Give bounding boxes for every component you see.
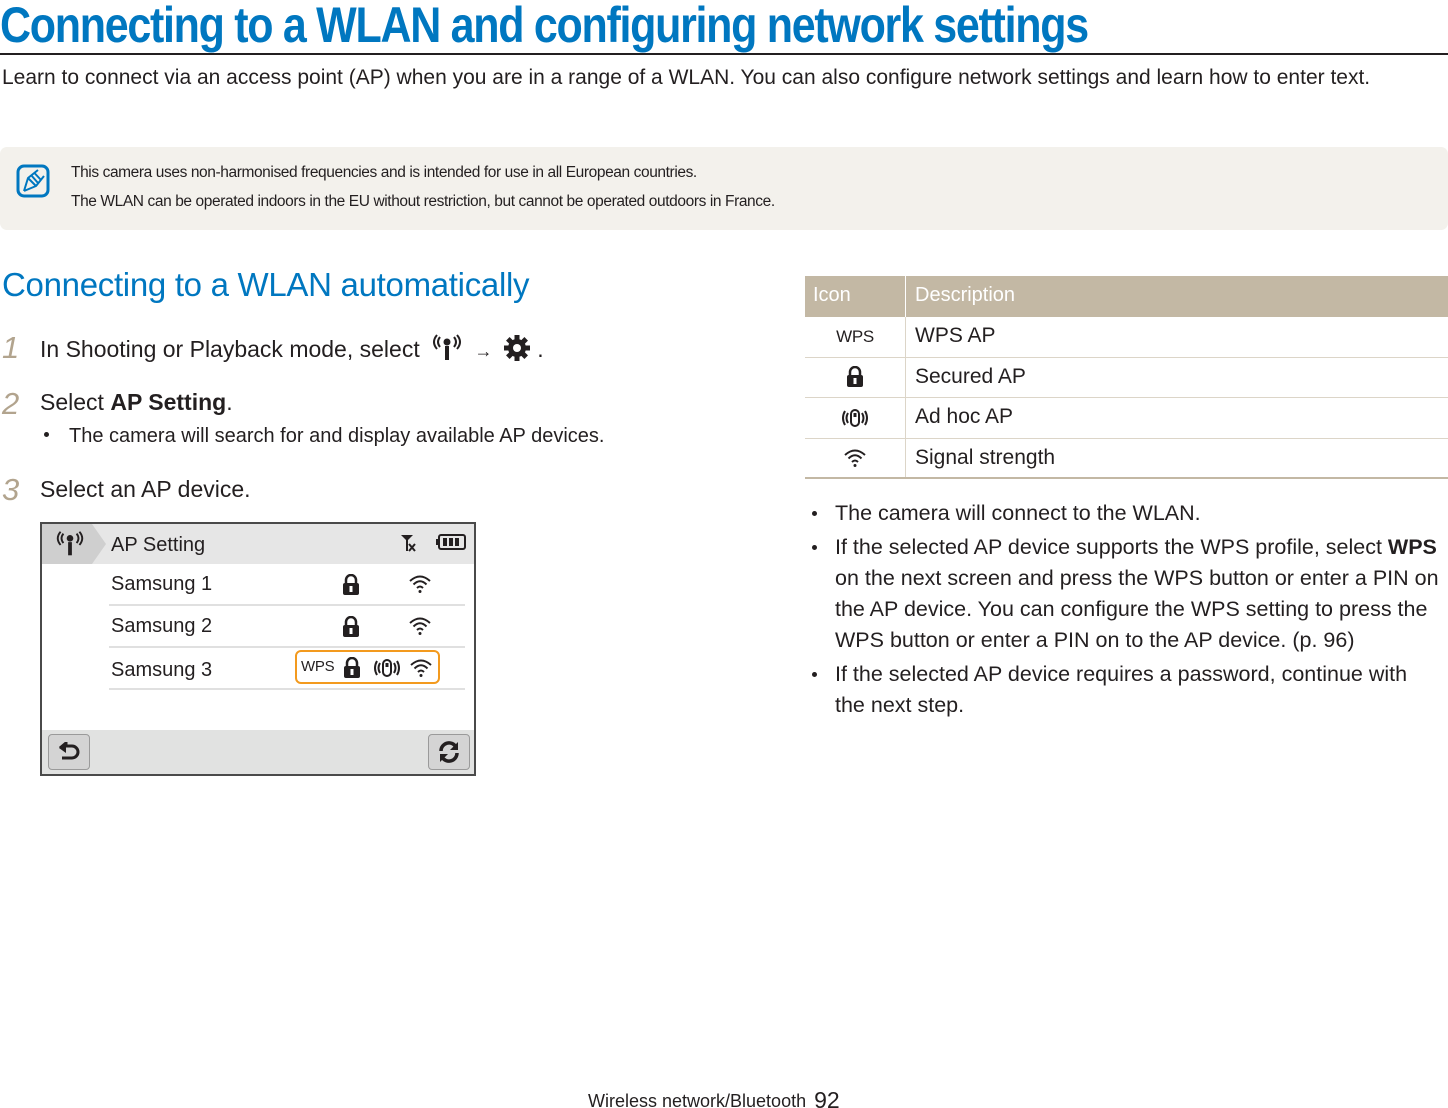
ap-name: Samsung 2 (111, 615, 213, 637)
gear-icon (503, 334, 531, 368)
wireless-icon (430, 334, 464, 368)
camera-header (42, 524, 474, 564)
camera-footer (42, 730, 474, 774)
refresh-button[interactable] (428, 734, 470, 770)
step-text: Select (40, 389, 111, 415)
wps-icon: WPS (805, 317, 906, 357)
signal-strength-icon (410, 658, 432, 683)
lock-icon (342, 615, 360, 643)
page-title: Connecting to a WLAN and configuring net… (0, 0, 1089, 53)
step-2-text: Select AP Setting. (40, 389, 233, 416)
note-box (0, 147, 1448, 230)
signal-strength-icon (805, 438, 906, 477)
step-text: . (537, 336, 544, 363)
step-1-text: In Shooting or Playback mode, select → (40, 334, 544, 368)
camera-screen: AP Setting Samsung 1 Samsung 2 (40, 522, 476, 776)
bullet-item: If the selected AP device requires a pas… (812, 659, 1442, 721)
footer-section: Wireless network/Bluetooth (588, 1091, 807, 1108)
ap-list-item[interactable]: Samsung 2 (109, 606, 465, 648)
ap-name: Samsung 1 (111, 573, 213, 595)
step-3-text: Select an AP device. (40, 476, 251, 502)
bullet-dot (44, 432, 49, 438)
bullet-item: If the selected AP device supports the W… (812, 532, 1442, 656)
description: Ad hoc AP (915, 405, 1014, 428)
page-footer: Wireless network/Bluetooth 92 (588, 1086, 840, 1108)
signal-strength-icon (409, 616, 431, 641)
ap-setting-label: AP Setting (110, 389, 227, 415)
bullet-text: on the next screen and press the WPS but… (835, 566, 1439, 652)
wps-bold-label: WPS (1387, 535, 1437, 559)
header-icon: Icon (805, 276, 906, 317)
ap-name: Samsung 3 (111, 659, 213, 681)
intro-text: Learn to connect via an access point (AP… (2, 66, 1371, 89)
signal-strength-icon (409, 574, 431, 599)
bullet-text: If the selected AP device supports the W… (835, 535, 1388, 559)
adhoc-icon (805, 398, 906, 438)
description: WPS AP (915, 324, 996, 347)
note-line: The WLAN can be operated indoors in the … (71, 193, 775, 210)
battery-icon (436, 534, 466, 555)
wireless-tab[interactable] (42, 524, 106, 564)
no-signal-icon (400, 534, 418, 557)
camera-title: AP Setting (111, 534, 206, 556)
table-row: Signal strength (805, 438, 1448, 479)
section-title: Connecting to a WLAN automatically (2, 266, 530, 303)
step-number: 1 (2, 330, 20, 365)
lock-icon (805, 357, 906, 397)
table-row: Ad hoc AP (805, 398, 1448, 439)
arrow: → (474, 341, 493, 362)
wireless-icon (54, 530, 86, 563)
icon-table: Icon Description WPS WPS AP Secured AP A… (805, 276, 1448, 479)
table-header: Icon Description (805, 276, 1448, 317)
step-text: In Shooting or Playback mode, select (40, 336, 420, 363)
back-button[interactable] (48, 734, 90, 770)
page-number: 92 (814, 1087, 840, 1108)
lock-icon (342, 573, 360, 601)
note-text: This camera uses non-harmonised frequenc… (71, 158, 775, 216)
back-icon (59, 742, 80, 760)
wps-icon-text: WPS (836, 326, 874, 346)
table-row: WPS WPS AP (805, 317, 1448, 358)
ap-list-item[interactable]: Samsung 1 (109, 564, 465, 606)
header-description: Description (915, 284, 1016, 306)
table-row: Secured AP (805, 357, 1448, 398)
bullet-item: The camera will connect to the WLAN. (812, 498, 1442, 529)
wps-highlight-box (295, 650, 440, 684)
connection-notes: The camera will connect to the WLAN. If … (812, 498, 1442, 724)
bullet-text: The camera will search for and display a… (69, 425, 605, 447)
refresh-icon (439, 741, 459, 763)
note-line: This camera uses non-harmonised frequenc… (71, 164, 697, 181)
ap-list-item[interactable]: Samsung 3 (109, 648, 465, 690)
title-divider (0, 53, 1448, 55)
description: Secured AP (915, 364, 1026, 388)
step-text: . (226, 389, 233, 415)
wps-icon: WPS (301, 658, 335, 675)
note-pencil-icon (16, 164, 50, 198)
adhoc-icon (372, 658, 402, 683)
description: Signal strength (915, 445, 1056, 469)
step-number: 2 (2, 386, 20, 421)
step-number: 3 (2, 472, 20, 507)
step-2-bullet: The camera will search for and display a… (44, 425, 604, 448)
lock-icon (343, 656, 361, 684)
